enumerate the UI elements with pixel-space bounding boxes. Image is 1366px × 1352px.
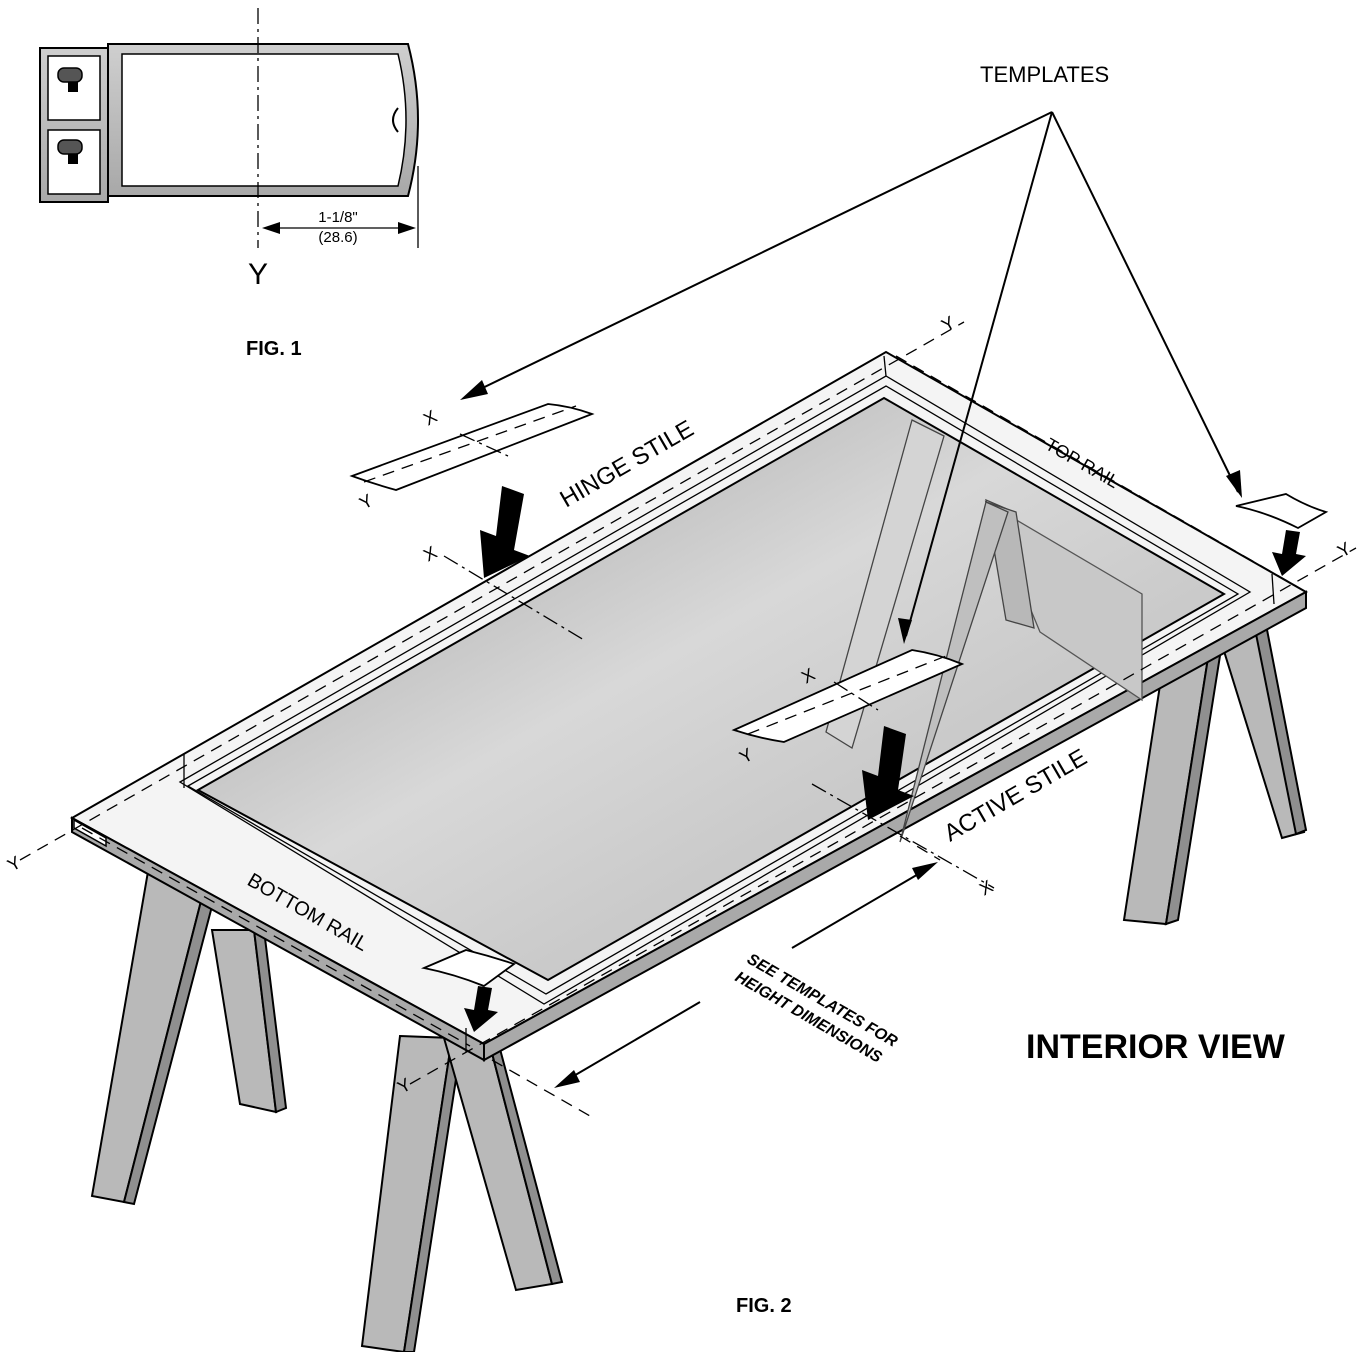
fig1-axis-label: Y [248,258,268,291]
arrow-hinge [480,486,530,578]
height-dimension-lower [559,1001,701,1085]
axis-y-label-right: Y [1334,538,1354,561]
profile-gasket-bottom [57,139,83,155]
hinge-stile-centerline [19,321,965,861]
arrow-top-rail [1272,530,1306,576]
template-hinge-x: X [420,406,440,429]
fig1-profile [39,8,419,248]
template-active [731,649,965,743]
axis-x-label-hinge: X [420,542,440,565]
profile-gasket-top [57,67,83,83]
fig1-dimension-metric: (28.6) [318,229,357,246]
height-note: SEE TEMPLATES FOR HEIGHT DIMENSIONS [732,951,900,1067]
arrow-active [862,726,914,820]
sawhorse-front [90,858,564,1352]
callout-leaders [460,111,1242,644]
door-frame [69,350,1309,1062]
fig1-caption: FIG. 1 [246,338,302,360]
template-hinge-y: Y [356,490,376,513]
template-top-rail [1235,493,1329,530]
fig1-dimension-imperial: 1-1/8" [318,209,358,226]
fig2-caption: FIG. 2 [736,1295,792,1317]
callout-templates: TEMPLATES [980,62,1109,87]
axis-y-label-left: Y [4,852,24,875]
template-hinge [349,403,595,491]
axis-y-label-top-left: Y [938,312,958,335]
glass-pane [195,396,1227,982]
arrow-bottom-rail [464,986,498,1032]
template-bottom-rail [420,949,516,988]
height-dimension-upper [791,865,933,949]
active-stile-centerline [409,547,1357,1085]
view-title: INTERIOR VIEW [1026,1028,1286,1066]
